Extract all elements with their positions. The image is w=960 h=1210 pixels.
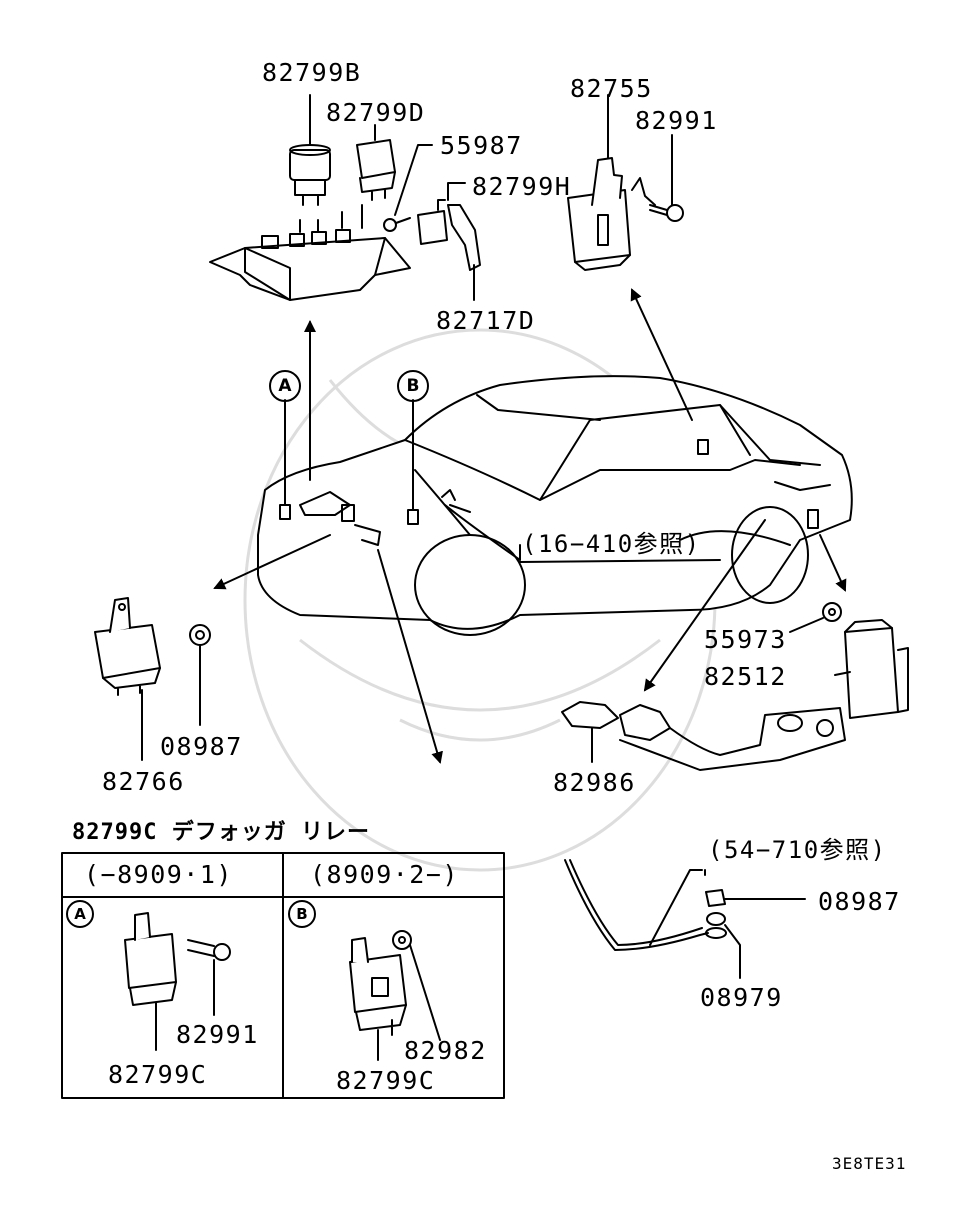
arrow-down <box>377 549 443 764</box>
part-label-82717d: 82717D <box>436 306 536 335</box>
nut-08987-right-icon <box>705 889 806 907</box>
part-label-08979: 08979 <box>700 983 783 1012</box>
part-label-82991-top: 82991 <box>635 106 718 135</box>
screw-82991-icon <box>649 134 684 222</box>
arrow-to-relay-82766 <box>213 534 331 590</box>
table-col-b-header: (8909·2−) <box>310 860 459 889</box>
table-marker-b: B <box>288 900 316 928</box>
connector-82986-icon <box>561 701 846 771</box>
diagram-code: 3E8TE31 <box>832 1154 907 1173</box>
relay-82799d-icon <box>356 124 396 201</box>
table-part-82799c-a: 82799C <box>108 1060 208 1089</box>
table-title: 82799C デフォッガ リレー <box>72 820 370 845</box>
relay-b-icon <box>349 930 441 1061</box>
relay-a-icon <box>124 912 231 1051</box>
part-label-82755: 82755 <box>570 74 653 103</box>
reference-16-410: (16−410参照) <box>522 530 701 558</box>
car-outline-icon <box>257 375 853 636</box>
part-label-55987: 55987 <box>440 131 523 160</box>
relay-82766-icon <box>94 597 161 761</box>
table-part-82799c-b: 82799C <box>336 1066 436 1095</box>
part-label-82799h: 82799H <box>472 172 572 201</box>
nut-08987-left-icon <box>189 624 211 726</box>
part-label-55973: 55973 <box>704 625 787 654</box>
marker-a: A <box>269 370 301 402</box>
part-label-82512: 82512 <box>704 662 787 691</box>
table-part-82982: 82982 <box>404 1036 487 1065</box>
part-label-82766: 82766 <box>102 767 185 796</box>
table-marker-a: A <box>66 900 94 928</box>
relay-block-icon <box>209 204 411 301</box>
relay-82799h-icon <box>417 182 481 301</box>
washer-08979-icon <box>706 912 741 979</box>
relay-82799b-icon <box>289 94 331 206</box>
reference-54-710: (54−710参照) <box>708 836 887 864</box>
engine-bay-relays-icon <box>279 489 471 546</box>
bolt-55987-icon <box>383 144 433 232</box>
arrow-to-82986 <box>643 519 766 692</box>
relay-table <box>61 852 505 1099</box>
relay-82512-icon <box>844 619 909 719</box>
ground-wire-icon <box>564 859 727 951</box>
marker-b: B <box>397 370 429 402</box>
table-col-a-header: (−8909·1) <box>84 860 233 889</box>
part-label-82799d: 82799D <box>326 98 426 127</box>
table-part-82991: 82991 <box>176 1020 259 1049</box>
arrow-to-relay-82755 <box>630 288 693 421</box>
part-label-08987-left: 08987 <box>160 732 243 761</box>
relay-82755-icon <box>567 94 656 271</box>
nut-55973-icon <box>789 602 851 676</box>
part-label-82986: 82986 <box>553 768 636 797</box>
arrow-to-82512 <box>819 534 847 592</box>
part-label-08987-right: 08987 <box>818 887 901 916</box>
part-label-82799b: 82799B <box>262 58 362 87</box>
